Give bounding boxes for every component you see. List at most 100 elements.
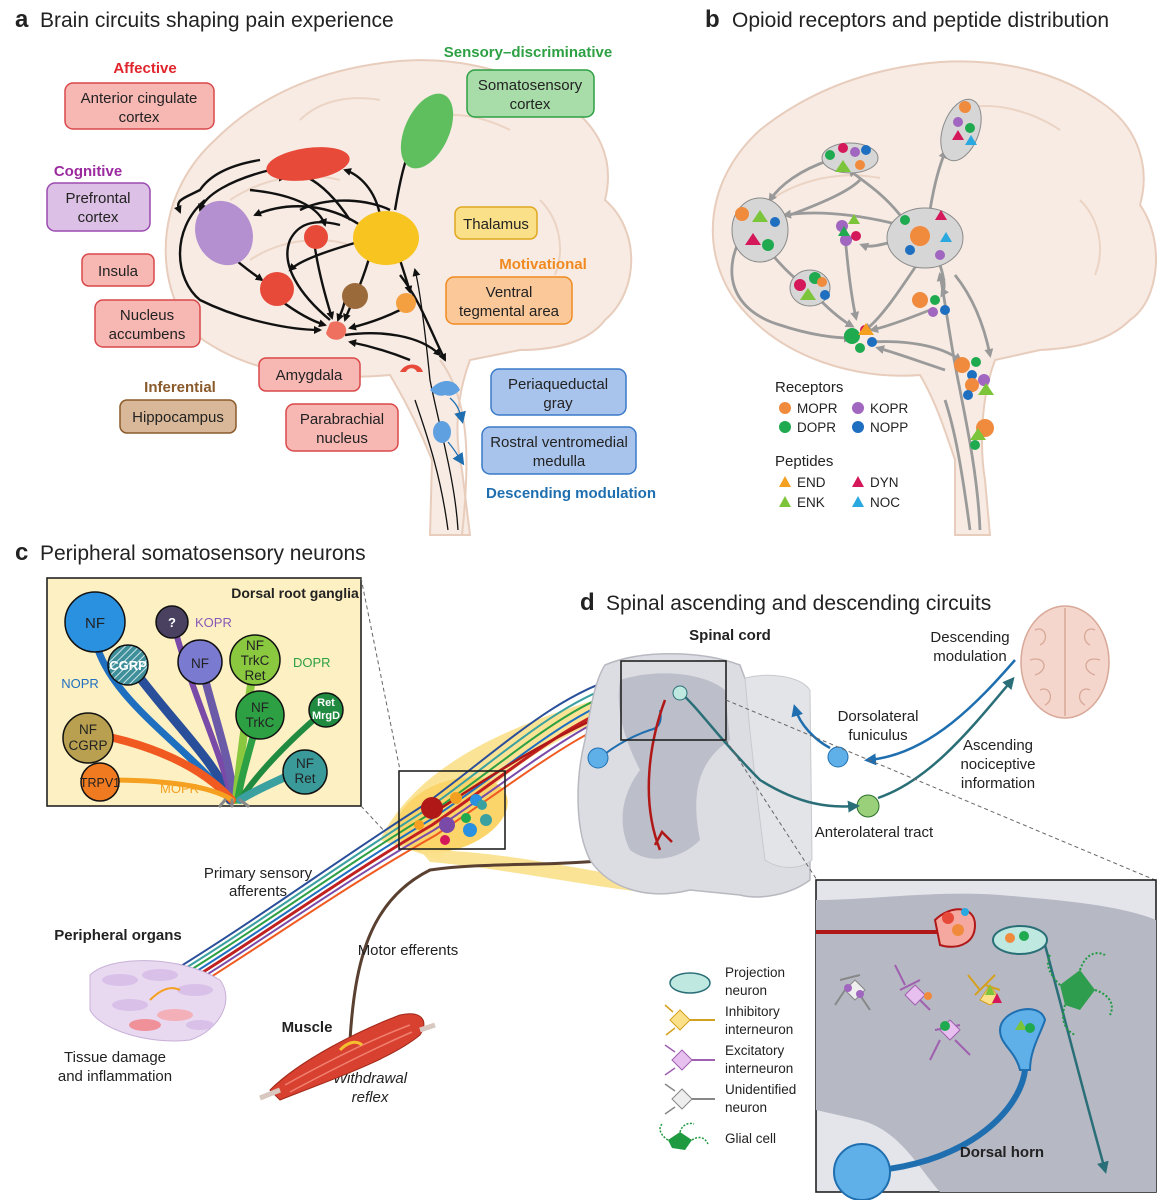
- cat-cognitive: Cognitive: [54, 163, 122, 180]
- neuron-nf-1: [64, 591, 126, 653]
- label-hippocampus: Hippocampus: [132, 409, 224, 426]
- box-thalamus: [454, 206, 538, 240]
- legend-unidentified-icon: [664, 1083, 715, 1115]
- box-nacc: [94, 299, 201, 348]
- region-pag: [430, 381, 460, 396]
- cat-sensory: Sensory–discriminative: [444, 44, 612, 61]
- label-pag-1: Periaqueductal: [508, 376, 608, 393]
- dorsal-horn-label: Dorsal horn: [960, 1144, 1044, 1161]
- neuron-nf-cgrp-2: CGRP: [68, 738, 107, 753]
- label-somato-1: Somatosensory: [478, 77, 583, 94]
- receptor-label-kopr: KOPR: [870, 401, 909, 416]
- ascending-2: nociceptive: [960, 756, 1035, 773]
- cell-legend: Projection neuron Inhibitory interneuron…: [659, 965, 796, 1150]
- peptides-title: Peptides: [775, 453, 833, 470]
- legend-glial: Glial cell: [725, 1131, 776, 1146]
- box-hippocampus: [119, 399, 237, 434]
- blue-interneuron: [599, 709, 662, 759]
- receptor-label-nopp: NOPP: [870, 420, 908, 435]
- withdrawal-1: Withdrawal: [333, 1070, 408, 1087]
- label-somato-2: cortex: [510, 96, 551, 113]
- dorsal-horn-neurons: [816, 908, 1113, 1200]
- label-nacc-1: Nucleus: [120, 307, 174, 324]
- box-amygdala: [258, 357, 361, 392]
- neuron-cgrp-label: CGRP: [109, 658, 147, 673]
- neuron-nf-trkc-ret-3: Ret: [244, 668, 265, 683]
- peptide-label-dyn: DYN: [870, 475, 899, 490]
- legend-excitatory-1: Excitatory: [725, 1043, 785, 1058]
- dlf-arrow: [791, 704, 831, 750]
- box-pfc: [46, 182, 151, 232]
- label-rvm-2: medulla: [533, 453, 586, 470]
- label-nacc-2: accumbens: [109, 326, 186, 343]
- legend-excitatory-icon: [664, 1044, 715, 1076]
- neuron-unknown-label: ?: [168, 615, 176, 630]
- neuron-nf-trkc-2: TrkC: [246, 715, 275, 730]
- peptide-label-enk: ENK: [797, 495, 825, 510]
- peripheral-tissue: [89, 960, 227, 1042]
- receptors-title: Receptors: [775, 379, 843, 396]
- legend-glial-icon: [659, 1122, 709, 1150]
- neuron-unknown: [155, 605, 189, 639]
- cat-motivational: Motivational: [499, 256, 587, 273]
- blue-neuron-d: [587, 747, 609, 769]
- peptide-swatch-noc: [852, 496, 864, 507]
- mopr-label: MOPR: [160, 781, 199, 796]
- panel-c-letter: c: [15, 539, 28, 566]
- region-somatosensory: [400, 93, 454, 169]
- panel-b: b Opioid receptors and peptide distribut…: [705, 6, 1157, 536]
- ascending-lines-a: [412, 268, 459, 531]
- label-parabrachial-1: Parabrachial: [300, 411, 384, 428]
- neuron-ret-mrgd: [308, 692, 344, 728]
- muscle-label: Muscle: [282, 1019, 333, 1036]
- withdrawal-2: reflex: [352, 1089, 389, 1106]
- tissue-damage-1: Tissue damage: [64, 1049, 166, 1066]
- projection-neuron-d: [672, 685, 688, 701]
- region-parabrachial: [400, 364, 423, 372]
- neuron-nf-ret: [282, 749, 328, 795]
- box-acc: [64, 82, 215, 130]
- box-vta: [445, 276, 573, 325]
- motor-efferents-label: Motor efferents: [358, 942, 459, 959]
- spinal-cord-label: Spinal cord: [689, 627, 771, 644]
- box-rvm: [481, 426, 637, 475]
- label-vta-1: Ventral: [486, 284, 533, 301]
- projection-axon: [679, 691, 860, 813]
- label-parabrachial-2: nucleus: [316, 430, 368, 447]
- neuron-nf-trkc: [235, 690, 285, 740]
- label-vta-2: tegmental area: [459, 303, 560, 320]
- box-insula: [81, 253, 155, 287]
- box-parabrachial: [285, 403, 399, 452]
- zoom-link-2: [725, 699, 1156, 881]
- drg-title: Dorsal root ganglia: [231, 585, 359, 601]
- region-thalamus: [353, 211, 419, 265]
- label-pfc-2: cortex: [78, 209, 119, 226]
- legend-projection-icon: [669, 972, 711, 994]
- neuron-ret-mrgd-2: MrgD: [312, 710, 340, 722]
- white-matter-right: [744, 674, 813, 868]
- motor-efferent: [348, 850, 656, 1041]
- neuron-nf-ret-1: NF: [296, 756, 314, 771]
- anterolateral-label: Anterolateral tract: [815, 824, 934, 841]
- panel-a-letter: a: [15, 6, 29, 33]
- descending-arrows-a: [447, 397, 466, 466]
- neuron-cgrp: [107, 644, 149, 686]
- region-amygdala: [326, 321, 347, 340]
- legend-inhibitory-2: interneuron: [725, 1022, 793, 1037]
- neuron-trpv1: [80, 762, 120, 802]
- b-region-somato: [940, 98, 982, 162]
- descending-arrow: [864, 659, 1016, 766]
- region-hippocampus: [342, 283, 368, 309]
- neuron-trpv1-label: TRPV1: [80, 776, 120, 790]
- dorsolateral-2: funiculus: [848, 727, 907, 744]
- receptor-swatch-dopr: [779, 421, 791, 433]
- receptor-label-mopr: MOPR: [797, 401, 838, 416]
- box-pag: [490, 368, 627, 416]
- neuron-nf-trkc-ret-1: NF: [246, 638, 264, 653]
- legend-unidentified-2: neuron: [725, 1100, 767, 1115]
- label-acc-1: Anterior cingulate: [81, 90, 198, 107]
- nopr-label: NOPR: [61, 676, 99, 691]
- peptide-label-noc: NOC: [870, 495, 900, 510]
